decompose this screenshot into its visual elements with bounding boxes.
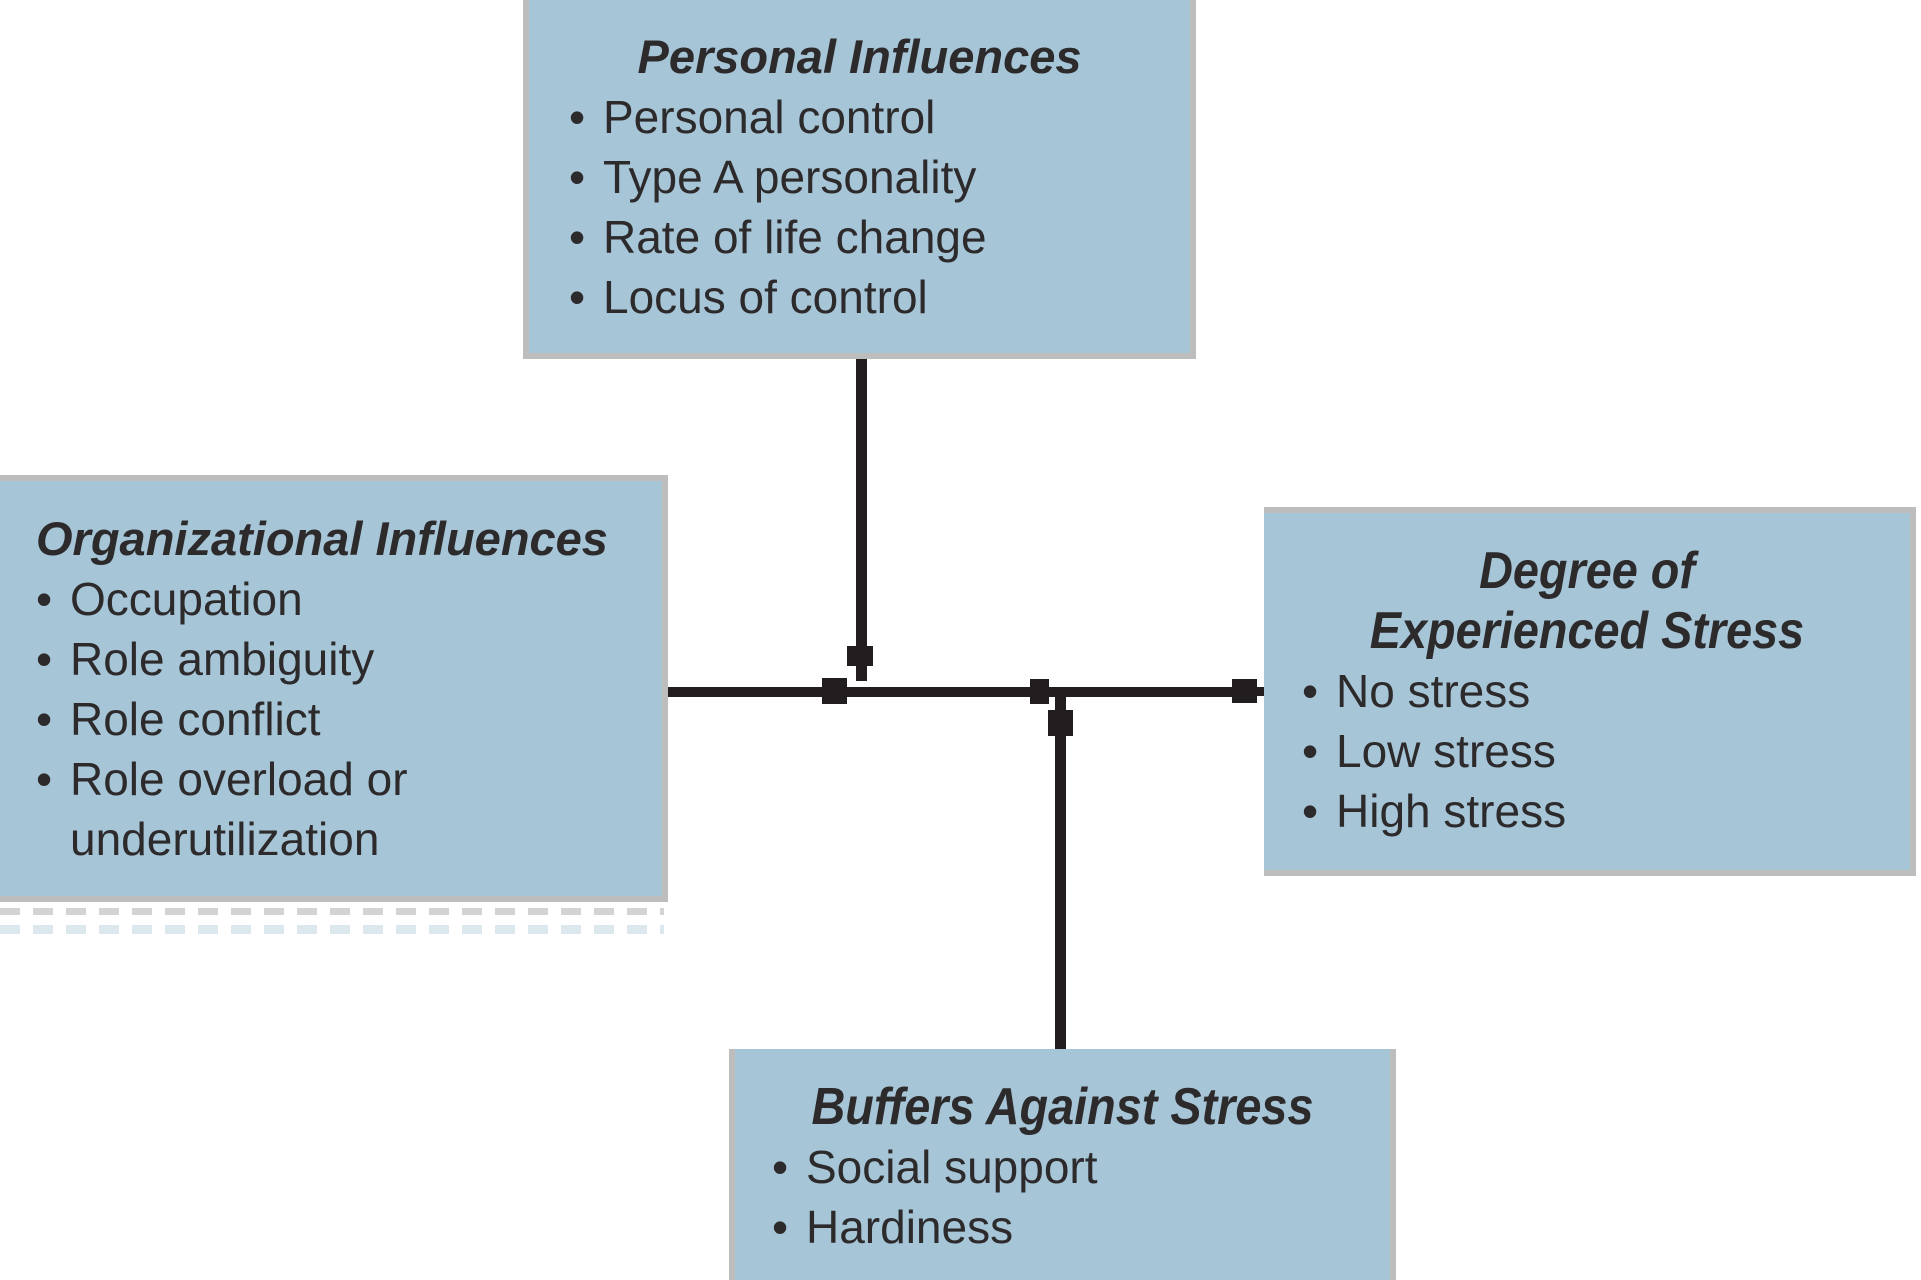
list-item-label: Type A personality [603, 151, 977, 203]
buffers-against-stress-list: • Social support • Hardiness [735, 1137, 1390, 1257]
buffers-against-stress-box: Buffers Against Stress • Social support … [729, 1049, 1396, 1280]
list-item-label: Role overload or underutilization [70, 753, 408, 865]
bullet-glyph: • [569, 151, 586, 203]
list-item: • Role ambiguity [36, 629, 662, 689]
list-item: • No stress [1302, 661, 1910, 721]
list-item-label: Low stress [1336, 725, 1556, 777]
bullet-glyph: • [36, 753, 53, 805]
list-item-label: High stress [1336, 785, 1567, 837]
list-item: • Hardiness [772, 1197, 1390, 1257]
list-item-label: Hardiness [806, 1201, 1014, 1253]
list-item: • Personal control [569, 87, 1190, 147]
organizational-influences-list: • Occupation • Role ambiguity • Role con… [0, 569, 662, 869]
list-item: • Social support [772, 1137, 1390, 1197]
bullet-glyph: • [36, 633, 53, 685]
degree-of-experienced-stress-box: Degree of Experienced Stress • No stress… [1264, 507, 1916, 876]
personal-influences-list: • Personal control • Type A personality … [529, 87, 1190, 327]
bullet-glyph: • [569, 211, 586, 263]
bullet-glyph: • [772, 1201, 789, 1253]
list-item-label: Role ambiguity [70, 633, 375, 685]
list-item: • Type A personality [569, 147, 1190, 207]
arrow-buffers-to-main-line [1048, 697, 1073, 1049]
personal-influences-title: Personal Influences [637, 30, 1082, 83]
list-item: • Occupation [36, 569, 662, 629]
bullet-glyph: • [36, 693, 53, 745]
dashed-line-artifact [0, 908, 664, 915]
list-item-label: Role conflict [70, 693, 321, 745]
degree-of-experienced-stress-list: • No stress • Low stress • High stress [1264, 661, 1910, 841]
bullet-glyph: • [1302, 725, 1319, 777]
title-line: Degree of [1479, 542, 1695, 600]
bullet-glyph: • [36, 573, 53, 625]
list-item: • Locus of control [569, 267, 1190, 327]
list-item: • Rate of life change [569, 207, 1190, 267]
list-item-label: Social support [806, 1141, 1098, 1193]
list-item-label: Rate of life change [603, 211, 987, 263]
bullet-glyph: • [569, 271, 586, 323]
list-item: • Role conflict [36, 689, 662, 749]
bullet-glyph: • [1302, 665, 1319, 717]
list-item: • High stress [1302, 781, 1910, 841]
buffers-against-stress-title: Buffers Against Stress [811, 1078, 1314, 1136]
personal-influences-box: Personal Influences • Personal control •… [523, 0, 1196, 359]
dashed-line-artifact [0, 925, 664, 934]
arrow-organizational-to-stress [660, 678, 1265, 704]
list-item: • Low stress [1302, 721, 1910, 781]
bullet-glyph: • [772, 1141, 789, 1193]
degree-of-experienced-stress-title: Degree of Experienced Stress [1264, 541, 1910, 661]
bullet-glyph: • [569, 91, 586, 143]
list-item: • Role overload or underutilization [36, 749, 662, 869]
list-item-label: Occupation [70, 573, 303, 625]
organizational-influences-box: Organizational Influences • Occupation •… [0, 475, 668, 902]
arrow-personal-to-main-line [847, 359, 873, 681]
list-item-label: No stress [1336, 665, 1531, 717]
list-item-label: Personal control [603, 91, 936, 143]
bullet-glyph: • [1302, 785, 1319, 837]
list-item-label: Locus of control [603, 271, 928, 323]
organizational-influences-title: Organizational Influences [36, 512, 608, 565]
title-line: Experienced Stress [1369, 602, 1805, 660]
